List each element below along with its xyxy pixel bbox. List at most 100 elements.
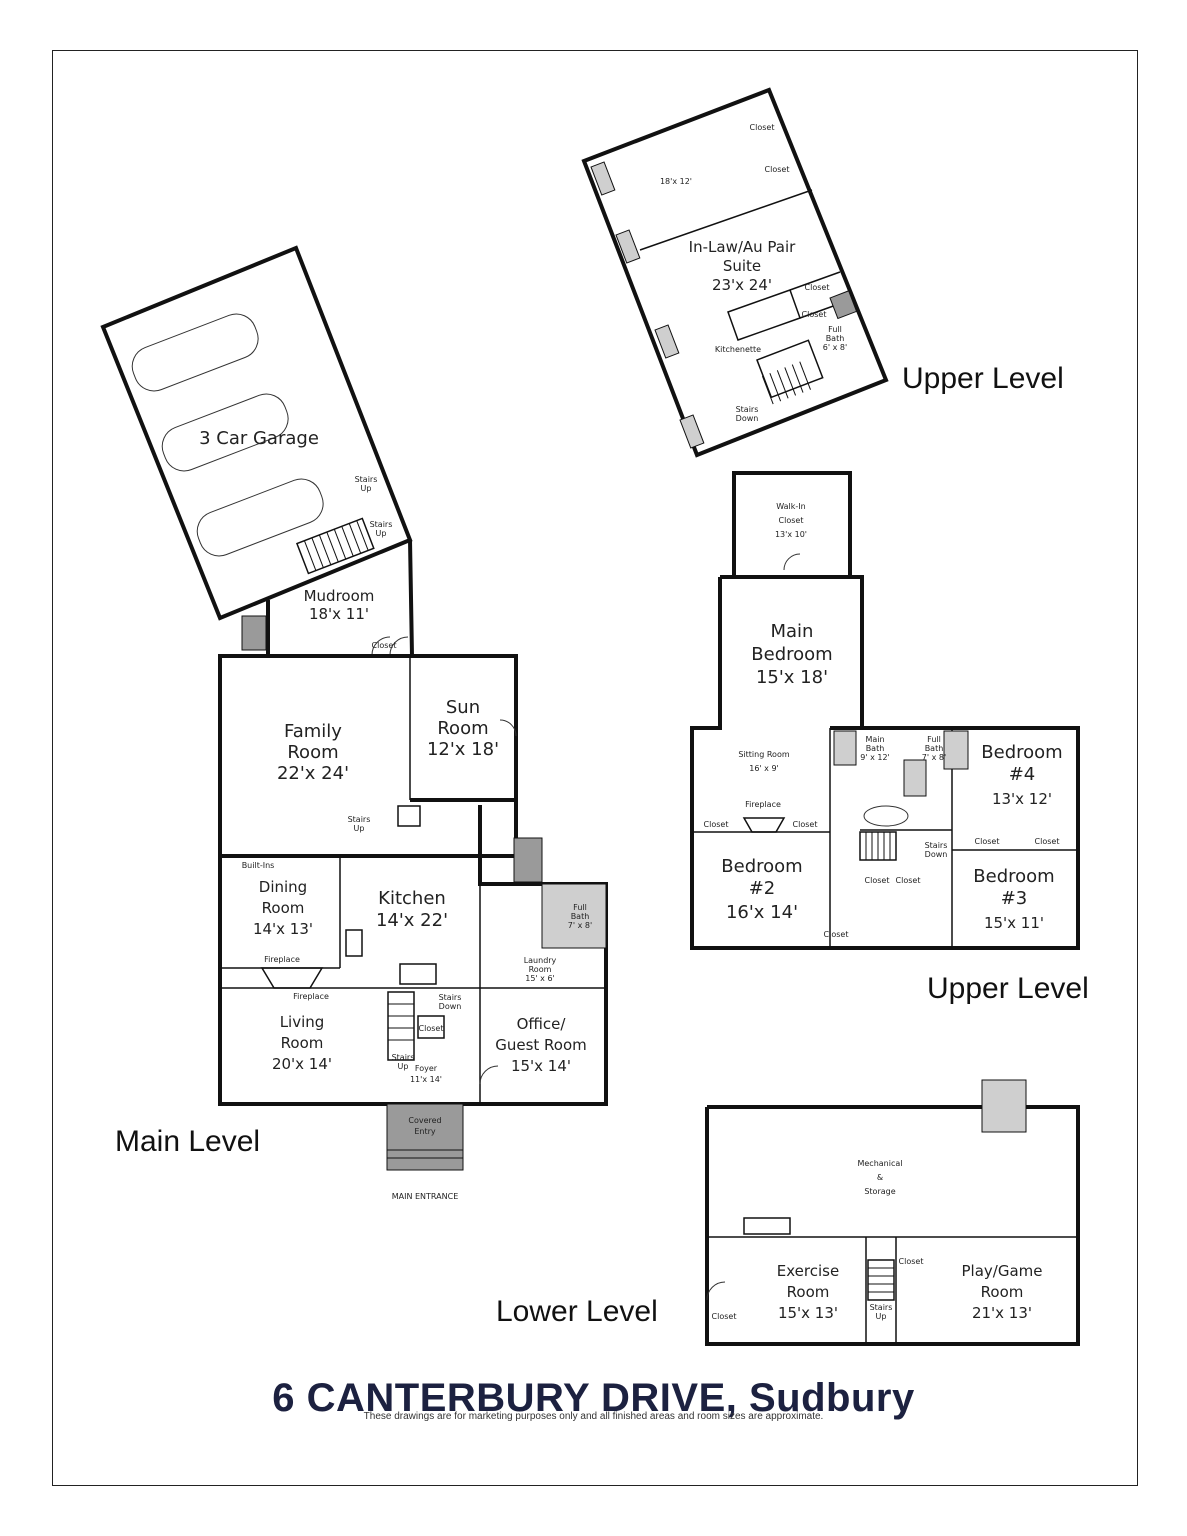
- foyer-label: Foyer: [415, 1064, 438, 1073]
- exercise-label-1: Exercise: [777, 1262, 839, 1280]
- disclaimer: These drawings are for marketing purpose…: [363, 1411, 824, 1422]
- up-closet-3: Closet: [975, 837, 1000, 846]
- suite-stairs-2: Down: [736, 414, 759, 423]
- up-full-bath-size: 7' x 8': [922, 753, 946, 762]
- garage-stairs-2a: Stairs: [370, 520, 393, 529]
- sitting-size: 16' x 9': [749, 764, 779, 773]
- suite-closet-3: Closet: [805, 283, 830, 292]
- living-label-2: Room: [281, 1034, 324, 1052]
- mudroom-label: Mudroom: [304, 587, 375, 605]
- suite-label-2: Suite: [723, 257, 761, 275]
- lower-stairs-1: Stairs: [870, 1303, 893, 1312]
- bedroom3-size: 15'x 11': [984, 914, 1044, 932]
- exercise-label-2: Room: [787, 1283, 830, 1301]
- walkin-label-1: Walk-In: [776, 502, 805, 511]
- garage-stairs-2b: Up: [376, 529, 387, 538]
- up-full-bath-2: Bath: [925, 744, 944, 753]
- suite-bath-label-1: Full: [828, 325, 842, 334]
- bedroom3-number: #3: [1001, 888, 1028, 909]
- family-label-2: Room: [287, 742, 338, 763]
- up-closet-2: Closet: [793, 820, 818, 829]
- dining-size: 14'x 13': [253, 920, 313, 938]
- office-label-2: Guest Room: [495, 1036, 587, 1054]
- main-bath-label-1: Full: [573, 903, 587, 912]
- foyer-stairs-up-2: Up: [398, 1062, 409, 1071]
- sun-size: 12'x 18': [427, 739, 499, 760]
- suite-bath-size: 6' x 8': [823, 343, 847, 352]
- fireplace-upper: Fireplace: [745, 800, 781, 809]
- office-size: 15'x 14': [511, 1057, 571, 1075]
- lower-level-floorplan: [705, 1079, 1080, 1346]
- bedroom2-number: #2: [749, 878, 776, 899]
- kitchen-label: Kitchen: [378, 888, 446, 909]
- family-label-1: Family: [284, 721, 342, 742]
- foyer-size: 11'x 14': [410, 1075, 442, 1084]
- up-stairs-1: Stairs: [925, 841, 948, 850]
- living-label-1: Living: [280, 1013, 325, 1031]
- main-bath-upper-2: Bath: [866, 744, 885, 753]
- upper-level-title-2: Upper Level: [927, 972, 1089, 1005]
- garage-stairs-1b: Up: [361, 484, 372, 493]
- built-ins-label: Built-Ins: [242, 861, 275, 870]
- laundry-size: 15' x 6': [525, 974, 555, 983]
- foyer-stairs-down-1: Stairs: [439, 993, 462, 1002]
- main-bath-size: 7' x 8': [568, 921, 592, 930]
- suite-stairs-1: Stairs: [736, 405, 759, 414]
- suite-closet-2: Closet: [765, 165, 790, 174]
- lower-closet-1: Closet: [712, 1312, 737, 1321]
- walkin-size: 13'x 10': [775, 530, 807, 539]
- bedroom3-label: Bedroom: [973, 866, 1054, 887]
- sun-label-1: Sun: [446, 697, 480, 718]
- foyer-closet: Closet: [419, 1024, 444, 1033]
- bedroom4-size: 13'x 12': [992, 790, 1052, 808]
- dining-label-1: Dining: [259, 878, 307, 896]
- lower-level-title: Lower Level: [496, 1295, 658, 1328]
- lower-stairs-2: Up: [876, 1312, 887, 1321]
- living-size: 20'x 14': [272, 1055, 332, 1073]
- up-full-bath-1: Full: [927, 735, 941, 744]
- family-stairs-1: Stairs: [348, 815, 371, 824]
- suite-room-18x12: 18'x 12': [660, 177, 692, 186]
- kitchen-size: 14'x 22': [376, 910, 448, 931]
- suite-bath-label-2: Bath: [826, 334, 845, 343]
- covered-entry-1: Covered: [408, 1116, 441, 1125]
- main-bedroom-label-1: Main: [771, 621, 814, 642]
- bedroom2-size: 16'x 14': [726, 902, 798, 923]
- up-closet-6: Closet: [896, 876, 921, 885]
- up-closet-7: Closet: [824, 930, 849, 939]
- garage-stairs-1a: Stairs: [355, 475, 378, 484]
- sun-label-2: Room: [437, 718, 488, 739]
- fireplace-dining: Fireplace: [264, 955, 300, 964]
- foyer-stairs-up-1: Stairs: [392, 1053, 415, 1062]
- main-bath-upper-1: Main: [865, 735, 884, 744]
- up-stairs-2: Down: [925, 850, 948, 859]
- play-label-1: Play/Game: [962, 1262, 1043, 1280]
- mudroom-size: 18'x 11': [309, 605, 369, 623]
- foyer-stairs-down-2: Down: [439, 1002, 462, 1011]
- walkin-label-2: Closet: [779, 516, 804, 525]
- suite-closet-4: Closet: [802, 310, 827, 319]
- sitting-label: Sitting Room: [738, 750, 789, 759]
- up-closet-1: Closet: [704, 820, 729, 829]
- main-bath-upper-size: 9' x 12': [860, 753, 890, 762]
- dining-label-2: Room: [262, 899, 305, 917]
- garage-label: 3 Car Garage: [199, 428, 319, 449]
- family-size: 22'x 24': [277, 763, 349, 784]
- main-level-title: Main Level: [115, 1125, 260, 1158]
- upper-level-title-1: Upper Level: [902, 362, 1064, 395]
- lower-closet-2: Closet: [899, 1257, 924, 1266]
- covered-entry-2: Entry: [414, 1127, 436, 1136]
- car-icon: [131, 313, 324, 557]
- property-address: 6 CANTERBURY DRIVE, Sudbury: [272, 1376, 915, 1420]
- main-level-floorplan: [100, 245, 608, 1171]
- main-bedroom-size: 15'x 18': [756, 667, 828, 688]
- main-bath-label-2: Bath: [571, 912, 590, 921]
- main-bedroom-label-2: Bedroom: [751, 644, 832, 665]
- family-stairs-2: Up: [354, 824, 365, 833]
- kitchenette-label: Kitchenette: [715, 345, 761, 354]
- suite-closet-1: Closet: [750, 123, 775, 132]
- fireplace-living: Fireplace: [293, 992, 329, 1001]
- upper-level-floorplan: [690, 471, 1080, 950]
- laundry-label-2: Room: [529, 965, 552, 974]
